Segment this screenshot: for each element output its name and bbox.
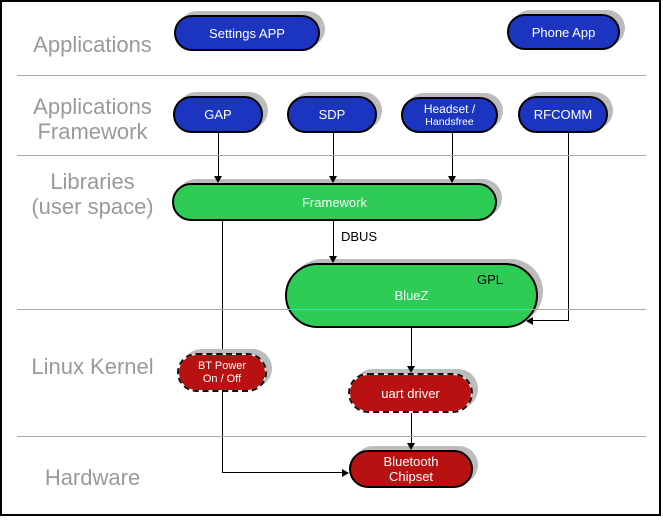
- layer-label-applications: Applications: [10, 32, 175, 57]
- gpl-badge: GPL: [476, 272, 503, 287]
- arrowhead-gap-to-framework: [214, 176, 222, 183]
- layer-label-hardware: Hardware: [10, 465, 175, 490]
- node-label: Handsfree: [425, 115, 474, 128]
- node-label: Headset /: [423, 101, 476, 116]
- node-label: RFCOMM: [533, 107, 593, 122]
- node-uart-driver: uart driver: [348, 373, 473, 413]
- node-label: SDP: [318, 107, 346, 122]
- arrowhead-headset-to-framework: [448, 176, 456, 183]
- layer-label-libraries: Libraries (user space): [10, 169, 175, 219]
- node-label: BlueZ: [394, 288, 429, 303]
- divider-libraries-kernel: [17, 309, 646, 310]
- layer-label-text: Libraries: [50, 169, 135, 194]
- node-framework: Framework: [172, 183, 497, 221]
- node-label: Phone App: [531, 24, 596, 40]
- arrowhead-sdp-to-framework: [329, 176, 337, 183]
- node-sdp: SDP: [287, 96, 377, 133]
- node-label: BT Power: [197, 359, 247, 372]
- divider-kernel-hardware: [17, 436, 646, 437]
- edge-rfcomm-to-bluez-horizontal: [532, 320, 569, 321]
- edge-uart-to-chipset: [411, 413, 412, 444]
- arrowhead-rfcomm-to-bluez: [526, 317, 533, 325]
- arrowhead-uart-to-chipset: [407, 443, 415, 450]
- layer-label-applications-framework: Applications Framework: [10, 94, 175, 144]
- layer-label-text: (user space): [31, 194, 154, 219]
- arrowhead-framework-to-chipset: [342, 469, 349, 477]
- node-phone-app: Phone App: [507, 14, 620, 50]
- node-label: Settings APP: [209, 25, 285, 41]
- layer-label-text: Hardware: [44, 465, 141, 490]
- node-rfcomm: RFCOMM: [518, 96, 608, 133]
- node-bt-power: BT Power On / Off: [177, 353, 267, 392]
- node-bluez: BlueZ GPL: [285, 263, 538, 328]
- layer-label-text: Applications: [33, 32, 152, 57]
- edge-bluez-to-uart: [411, 328, 412, 367]
- arrowhead-bluez-to-uart: [407, 366, 415, 373]
- divider-applications-framework: [17, 75, 646, 76]
- node-label: Chipset: [388, 469, 434, 484]
- edge-framework-to-chipset-vertical: [222, 221, 223, 472]
- layer-label-linux-kernel: Linux Kernel: [10, 354, 175, 379]
- edge-framework-to-bluez: [333, 221, 334, 257]
- edge-framework-to-chipset-horizontal: [222, 472, 343, 473]
- dbus-label: DBUS: [341, 229, 378, 244]
- node-label: Framework: [301, 194, 367, 210]
- layer-label-text: Applications: [33, 94, 152, 119]
- arrowhead-framework-to-bluez: [329, 256, 337, 263]
- divider-framework-libraries: [17, 155, 646, 156]
- node-label: On / Off: [202, 372, 242, 385]
- node-bluetooth-chipset: Bluetooth Chipset: [349, 450, 473, 488]
- node-label: Bluetooth: [383, 454, 439, 469]
- node-label: GAP: [204, 107, 232, 122]
- layer-label-text: Linux Kernel: [31, 354, 154, 379]
- node-label: uart driver: [381, 385, 440, 401]
- node-headset-handsfree: Headset / Handsfree: [401, 97, 498, 133]
- layer-label-text: Framework: [37, 119, 148, 144]
- node-gap: GAP: [173, 96, 263, 133]
- edge-rfcomm-to-bluez-vertical: [568, 133, 569, 321]
- node-settings-app: Settings APP: [174, 15, 320, 51]
